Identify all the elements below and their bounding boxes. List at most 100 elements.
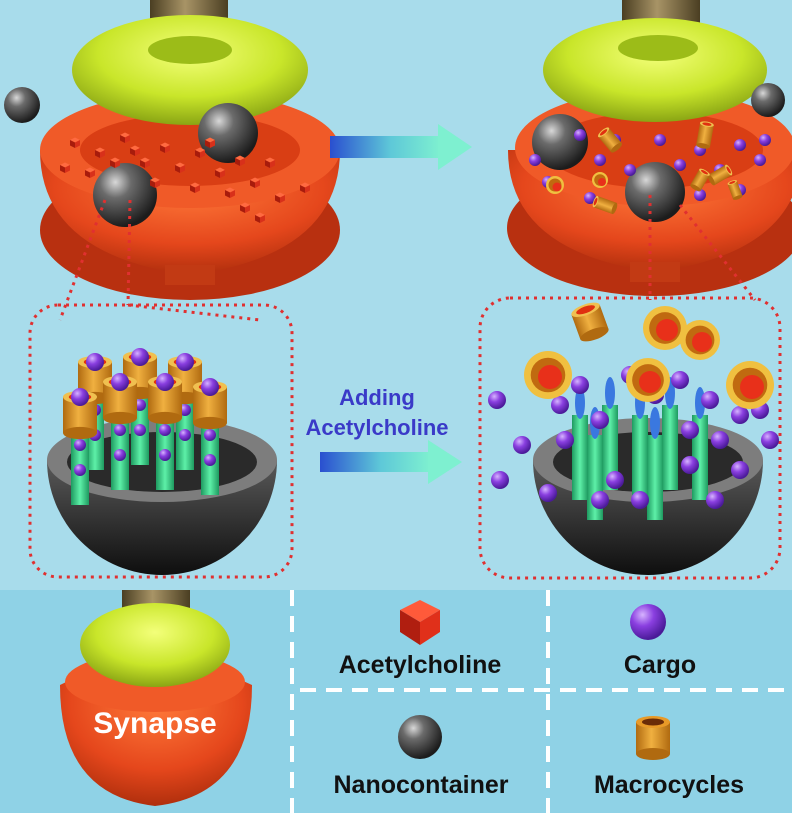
cargo-sphere: [761, 431, 779, 449]
cargo-sphere: [204, 429, 216, 441]
acetylcholine-cube: [255, 212, 265, 223]
macrocycle: [707, 164, 733, 186]
macrocycle: [680, 320, 720, 360]
cargo-sphere: [694, 189, 706, 201]
legend-macrocycles: Macrocycles: [594, 771, 744, 799]
cargo-sphere: [74, 464, 86, 476]
acetylcholine-cube: [215, 167, 225, 178]
middle-arrow-shaft: [320, 452, 430, 472]
acetylcholine-cubes: [60, 132, 310, 223]
cargo-sphere: [74, 439, 86, 451]
cargo-sphere: [488, 391, 506, 409]
synapse-before: [4, 0, 340, 300]
acetylcholine-cube: [265, 157, 275, 168]
acetylcholine-cube: [60, 162, 70, 173]
acetylcholine-cube: [235, 155, 245, 166]
acetylcholine-cube: [225, 187, 235, 198]
cargo-sphere: [584, 192, 596, 204]
acetylcholine-cube: [95, 147, 105, 158]
closed-nanocontainer-panel: [28, 303, 294, 579]
nanocontainer-sphere: [4, 87, 40, 123]
cargo-sphere: [71, 388, 89, 406]
cargo-sphere: [731, 461, 749, 479]
cargo-sphere: [491, 471, 509, 489]
acetylcholine-cube-icon: [400, 600, 440, 645]
macrocycle: [592, 195, 618, 215]
cargo-sphere: [706, 491, 724, 509]
synapse-label: Synapse: [93, 707, 216, 740]
open-nanocontainer-panel: [478, 296, 782, 580]
cargo-sphere: [754, 154, 766, 166]
cargo-sphere: [551, 396, 569, 414]
macrocycle: [643, 306, 687, 350]
legend-cargo: Cargo: [624, 651, 696, 679]
dotted-frame: [478, 296, 782, 580]
capped-stalks: [63, 348, 227, 505]
acetylcholine-cube: [190, 182, 200, 193]
acetylcholine-cube: [175, 162, 185, 173]
released-cargo-particles: [529, 121, 771, 215]
cargo-sphere: [759, 134, 771, 146]
cargo-sphere: [631, 491, 649, 509]
macrocycle: [592, 172, 608, 188]
legend: Synapse Acetylcholine Cargo Nanocontaine…: [60, 590, 792, 813]
cargo-sphere: [571, 376, 589, 394]
acetylcholine-cube: [160, 142, 170, 153]
acetylcholine-cube: [275, 192, 285, 203]
synapse-cap: [543, 18, 767, 122]
cargo-sphere: [701, 391, 719, 409]
cargo-sphere: [606, 471, 624, 489]
cargo-sphere: [624, 164, 636, 176]
acetylcholine-cube: [140, 157, 150, 168]
stalk: [647, 435, 663, 520]
cargo-sphere: [159, 449, 171, 461]
acetylcholine-cube: [110, 157, 120, 168]
synapse-legend: Synapse: [60, 590, 252, 806]
acetylcholine-cube: [130, 145, 140, 156]
cargo-sphere: [591, 411, 609, 429]
zoom-lines: [58, 195, 757, 322]
macrocycle-icon: [636, 716, 670, 760]
cargo-sphere: [594, 154, 606, 166]
macrocycle: [726, 361, 774, 409]
cargo-sphere: [111, 373, 129, 391]
released-macrocycles: [524, 302, 774, 409]
process-label-line2: Acetylcholine: [305, 415, 448, 440]
macrocycle: [546, 176, 564, 194]
cargo-sphere: [671, 371, 689, 389]
thread-tip: [650, 407, 660, 439]
cargo-sphere: [513, 436, 531, 454]
macrocycle: [690, 168, 710, 192]
nanocontainer-sphere: [198, 103, 258, 163]
open-stalks: [572, 377, 708, 520]
stalk: [662, 405, 678, 490]
acetylcholine-cube: [150, 177, 160, 188]
cargo-sphere: [156, 373, 174, 391]
macrocycle: [597, 127, 623, 153]
nanocontainer-icon: [398, 715, 442, 759]
acetylcholine-cube: [195, 147, 205, 158]
acetylcholine-cube: [205, 137, 215, 148]
cargo-icon: [630, 604, 666, 640]
cargo-sphere: [134, 424, 146, 436]
nanocontainer-sphere: [751, 83, 785, 117]
macrocycle: [524, 351, 572, 399]
acetylcholine-cube: [300, 182, 310, 193]
cargo-sphere: [539, 484, 557, 502]
acetylcholine-cube: [120, 132, 130, 143]
cargo-sphere: [529, 154, 541, 166]
cargo-sphere: [159, 424, 171, 436]
synapse-after: [507, 0, 792, 296]
nanocontainer-sphere: [93, 163, 157, 227]
macrocycle: [727, 180, 743, 200]
stalk: [632, 415, 648, 500]
process-step: Adding Acetylcholine: [305, 385, 462, 484]
cargo-sphere: [681, 421, 699, 439]
nanocontainer-sphere: [625, 162, 685, 222]
acetylcholine-cube: [70, 137, 80, 148]
cargo-sphere: [574, 129, 586, 141]
cargo-sphere: [654, 134, 666, 146]
thread-tip: [575, 387, 585, 419]
cargo-sphere: [114, 449, 126, 461]
cargo-sphere: [731, 406, 749, 424]
